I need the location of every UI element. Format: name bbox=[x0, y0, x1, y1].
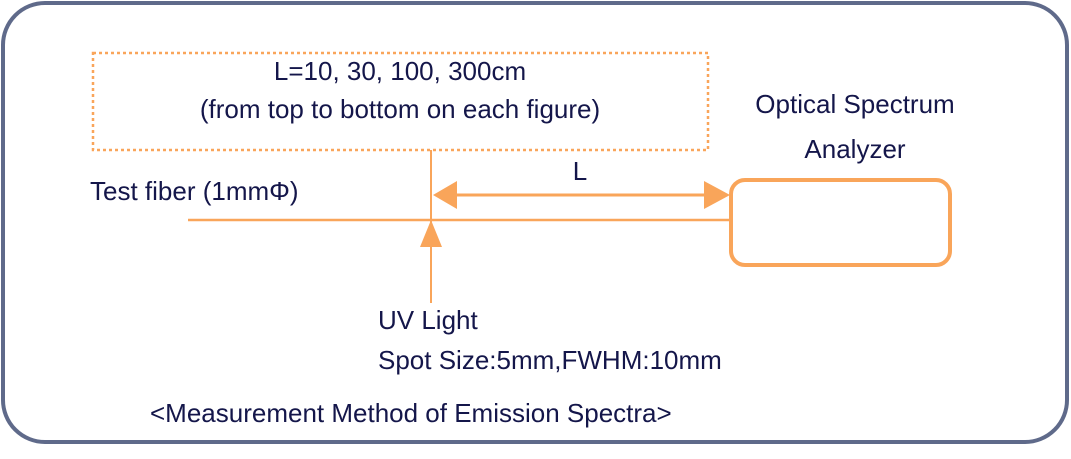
condition-line-1: L=10, 30, 100, 300cm bbox=[274, 56, 526, 86]
osa-label-line-2: Analyzer bbox=[804, 134, 905, 164]
spot-size-label: Spot Size:5mm,FWHM:10mm bbox=[378, 345, 722, 375]
arrow-left-icon bbox=[433, 181, 457, 209]
uv-arrow-head-icon bbox=[420, 220, 442, 247]
diagram-caption: <Measurement Method of Emission Spectra> bbox=[150, 398, 672, 428]
condition-box bbox=[91, 51, 710, 152]
uv-light-label: UV Light bbox=[378, 305, 478, 335]
condition-line-2: (from top to bottom on each figure) bbox=[200, 94, 600, 124]
arrow-right-icon bbox=[704, 181, 730, 209]
outer-frame bbox=[1, 1, 1069, 444]
test-fiber-label: Test fiber (1mmΦ) bbox=[90, 176, 299, 206]
osa-label-line-1: Optical Spectrum bbox=[755, 89, 954, 119]
optical-spectrum-analyzer-box bbox=[729, 178, 952, 267]
distance-label: L bbox=[573, 156, 587, 186]
